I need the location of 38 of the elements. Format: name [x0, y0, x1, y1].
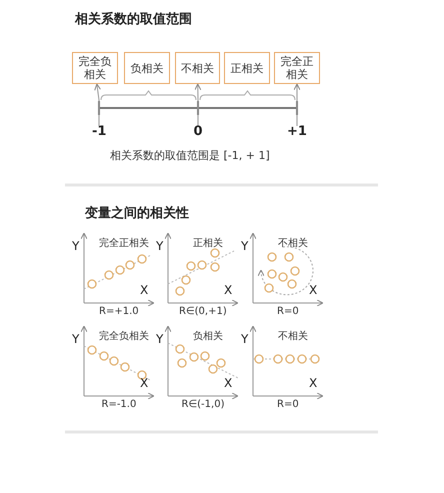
axis-label: Y: [241, 332, 248, 346]
correlation-value: R=+1.0: [99, 306, 139, 317]
axis-label: X: [224, 376, 232, 390]
axis-label: X: [309, 283, 318, 297]
axis-label: X: [224, 283, 232, 297]
arrow: [194, 84, 202, 126]
correlation-value: R=0: [277, 399, 299, 410]
tick-label: 0: [194, 124, 203, 139]
tick-label: +1: [287, 124, 307, 139]
caption: 相关系数的取值范围是 [-1, + 1]: [110, 148, 270, 163]
category-box: 负相关: [124, 52, 170, 84]
axis-label: X: [140, 283, 148, 297]
axis-label: X: [309, 376, 318, 390]
plot-title: 不相关: [278, 330, 308, 343]
axis-label: Y: [241, 239, 248, 253]
axis-label: Y: [156, 239, 164, 253]
plot-title: 完全负相关: [99, 330, 149, 343]
correlation-value: R=0: [277, 306, 299, 317]
correlation-value: R=-1.0: [102, 399, 136, 410]
plot-title: 完全正相关: [99, 236, 149, 250]
arrow: [94, 84, 102, 126]
plot-title: 正相关: [193, 236, 223, 250]
axis-label: X: [140, 376, 148, 390]
arrow: [294, 84, 300, 126]
axis-label: Y: [72, 239, 80, 253]
heading: 变量之间的相关性: [85, 204, 189, 222]
axis-label: Y: [72, 332, 80, 346]
correlation-value: R∈(-1,0): [182, 399, 224, 410]
plot-title: 负相关: [193, 330, 223, 343]
plot-title: 不相关: [278, 236, 308, 250]
category-box: 正相关: [224, 52, 270, 84]
category-box: 不相关: [175, 52, 220, 84]
heading: 相关系数的取值范围: [75, 10, 192, 28]
tick-label: -1: [92, 124, 106, 139]
category-box: 完全负相关: [72, 52, 118, 84]
category-box: 完全正相关: [274, 52, 320, 84]
correlation-value: R∈(0,+1): [179, 306, 227, 317]
axis-label: Y: [156, 332, 164, 346]
